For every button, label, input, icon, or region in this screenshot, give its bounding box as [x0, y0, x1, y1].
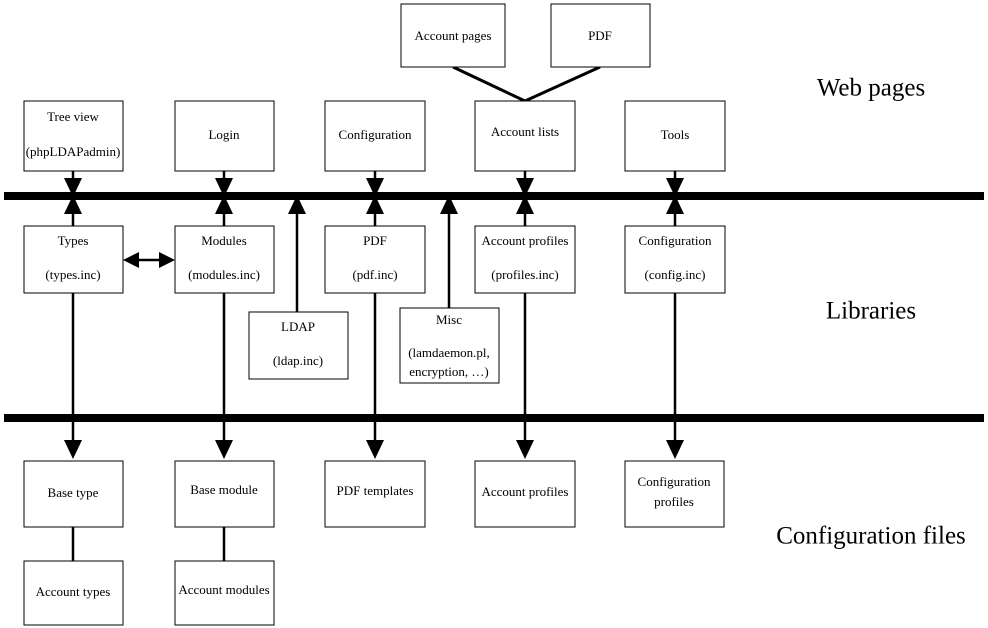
section-label-configuration-files: Configuration files — [776, 523, 966, 550]
layer-bars — [4, 192, 984, 422]
node-pdf-top-label: PDF — [588, 28, 612, 43]
node-account-lists-label: Account lists — [491, 124, 559, 139]
node-tree-view[interactable]: Tree view (phpLDAPadmin) — [23, 100, 124, 172]
node-account-modules-label: Account modules — [178, 582, 269, 597]
node-pdf-top[interactable]: PDF — [550, 3, 651, 68]
node-configuration-profiles-label-2: profiles — [654, 494, 694, 509]
connector-ldap-to-upper-bar — [288, 195, 306, 312]
node-tools[interactable]: Tools — [624, 100, 726, 172]
node-misc-lib-sublabel-1: (lamdaemon.pl, — [408, 345, 490, 360]
connector-tree-view-to-upper-bar — [64, 171, 82, 197]
node-ldap-lib-label: LDAP — [281, 319, 315, 334]
node-ldap-lib-sublabel: (ldap.inc) — [273, 353, 323, 368]
node-configuration-page[interactable]: Configuration — [324, 100, 426, 172]
node-modules-lib-sublabel: (modules.inc) — [188, 267, 260, 282]
node-types-lib[interactable]: Types (types.inc) — [23, 225, 124, 294]
node-modules-lib[interactable]: Modules (modules.inc) — [174, 225, 275, 294]
connector-lower-bar-to-base-module — [215, 418, 233, 459]
node-misc-lib-sublabel-2: encryption, …) — [409, 364, 488, 379]
connector-lower-bar-to-base-type — [64, 418, 82, 459]
connector-types-modules-link — [123, 252, 175, 268]
node-account-profiles-lib-sublabel: (profiles.inc) — [491, 267, 559, 282]
node-modules-lib-label: Modules — [201, 233, 247, 248]
node-account-profiles-files-label: Account profiles — [481, 484, 568, 499]
node-pdf-templates-label: PDF templates — [337, 483, 414, 498]
node-base-type-label: Base type — [48, 485, 99, 500]
node-account-types[interactable]: Account types — [23, 560, 124, 626]
node-base-module[interactable]: Base module — [174, 460, 275, 528]
node-login[interactable]: Login — [174, 100, 275, 172]
connector-account-lists-to-upper-bar — [516, 171, 534, 197]
node-configuration-lib-sublabel: (config.inc) — [644, 267, 705, 282]
connector-modules-to-upper-bar — [215, 195, 233, 226]
connector-types-to-upper-bar — [64, 195, 82, 226]
node-types-lib-label: Types — [58, 233, 89, 248]
node-configuration-page-label: Configuration — [339, 127, 412, 142]
node-tree-view-label: Tree view — [47, 109, 99, 124]
connector-lower-bar-to-pdf-templates — [366, 418, 384, 459]
section-label-web-pages: Web pages — [817, 75, 925, 102]
node-account-profiles-lib[interactable]: Account profiles (profiles.inc) — [474, 225, 576, 294]
node-tree-view-sublabel: (phpLDAPadmin) — [26, 144, 121, 159]
upper-bar — [4, 192, 984, 200]
node-account-profiles-files[interactable]: Account profiles — [474, 460, 576, 528]
connector-configuration-lib-to-upper-bar — [666, 195, 684, 226]
connector-layer — [64, 65, 684, 561]
connector-lower-bar-to-account-profiles-files — [516, 418, 534, 459]
connector-login-to-upper-bar — [215, 171, 233, 197]
node-account-types-label: Account types — [36, 584, 111, 599]
node-ldap-lib[interactable]: LDAP (ldap.inc) — [248, 311, 349, 380]
node-account-pages-label: Account pages — [415, 28, 492, 43]
node-account-modules[interactable]: Account modules — [174, 560, 275, 626]
connector-tools-to-upper-bar — [666, 171, 684, 197]
node-base-module-label: Base module — [190, 482, 258, 497]
node-pdf-templates[interactable]: PDF templates — [324, 460, 426, 528]
node-types-lib-sublabel: (types.inc) — [45, 267, 100, 282]
node-configuration-lib-label: Configuration — [639, 233, 712, 248]
connector-account-profiles-to-upper-bar — [516, 195, 534, 226]
connector-misc-to-upper-bar — [440, 195, 458, 308]
node-configuration-lib[interactable]: Configuration (config.inc) — [624, 225, 726, 294]
node-login-label: Login — [208, 127, 240, 142]
node-tools-label: Tools — [661, 127, 690, 142]
node-misc-lib-label: Misc — [436, 312, 462, 327]
connector-pdf-lib-to-upper-bar — [366, 195, 384, 226]
node-account-lists[interactable]: Account lists — [474, 100, 576, 172]
node-pdf-lib-sublabel: (pdf.inc) — [352, 267, 397, 282]
connector-pdf-top-to-account-lists — [524, 65, 601, 103]
node-pdf-lib-label: PDF — [363, 233, 387, 248]
node-configuration-profiles-label-1: Configuration — [638, 474, 711, 489]
lower-bar — [4, 414, 984, 422]
node-pdf-lib[interactable]: PDF (pdf.inc) — [324, 225, 426, 294]
connector-configuration-page-to-upper-bar — [366, 171, 384, 197]
node-configuration-profiles[interactable]: Configuration profiles — [624, 460, 725, 528]
node-account-profiles-lib-label: Account profiles — [481, 233, 568, 248]
connector-lower-bar-to-configuration-profiles — [666, 418, 684, 459]
section-label-libraries: Libraries — [826, 298, 916, 325]
node-account-pages[interactable]: Account pages — [400, 3, 506, 68]
node-base-type[interactable]: Base type — [23, 460, 124, 528]
connector-account-pages-to-account-lists — [452, 65, 526, 103]
node-misc-lib[interactable]: Misc (lamdaemon.pl, encryption, …) — [399, 307, 500, 384]
